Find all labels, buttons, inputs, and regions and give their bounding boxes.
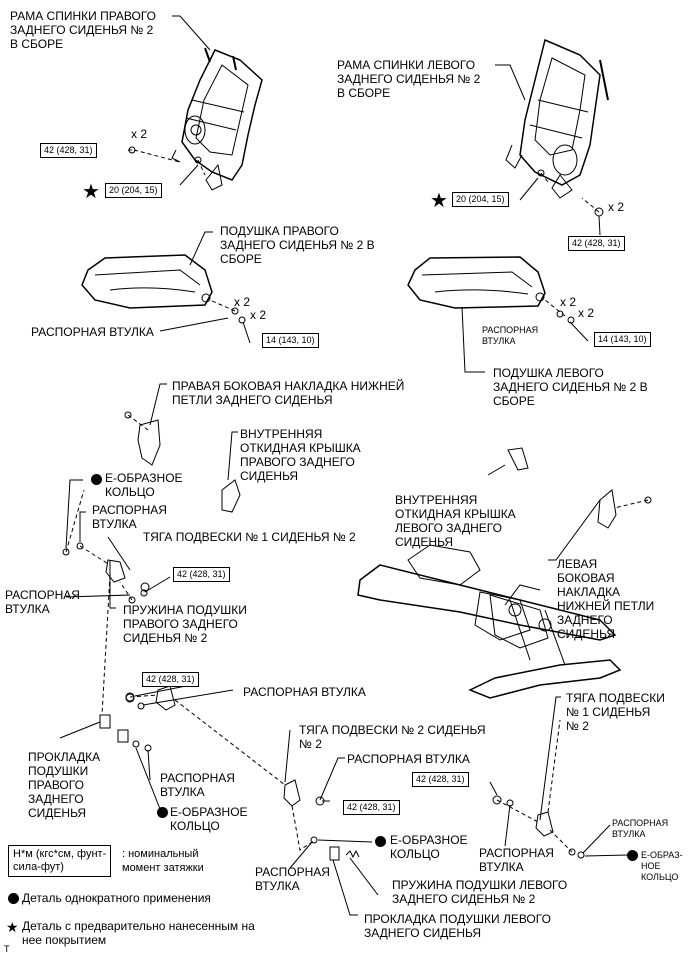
label-right-pad: ПРОКЛАДКА ПОДУШКИ ПРАВОГО ЗАДНЕГО СИДЕНЬ… [28, 750, 101, 820]
label-right-seatback-frame: РАМА СПИНКИ ПРАВОГО ЗАДНЕГО СИДЕНЬЯ № 2 … [10, 9, 156, 51]
legend-precoated-star: ★ [6, 919, 19, 935]
corner-mark: T [4, 944, 10, 954]
dot-single-use-e-ring-1 [91, 474, 102, 485]
dashed-assembly-lines [65, 149, 649, 853]
label-spacer-5: РАСПОРНАЯ ВТУЛКА [347, 752, 470, 766]
label-right-hinge-cover: ПРАВАЯ БОКОВАЯ НАКЛАДКА НИЖНЕЙ ПЕТЛИ ЗАД… [172, 379, 405, 407]
label-spacer-7: РАСПОРНАЯ ВТУЛКА [255, 865, 330, 893]
qty-right-cushion-1: x 2 [234, 295, 251, 309]
label-left-seatback-frame: РАМА СПИНКИ ЛЕВОГО ЗАДНЕГО СИДЕНЬЯ № 2 В… [337, 58, 481, 100]
torque-box-right-link: 42 (428, 31) [412, 772, 469, 787]
right-seatback-frame-drawing [171, 47, 263, 191]
torque-box-left-cushion: 14 (143, 10) [594, 332, 651, 347]
torque-box-link-no2: 42 (428, 31) [343, 800, 400, 815]
label-link-no2: ТЯГА ПОДВЕСКИ № 2 СИДЕНЬЯ № 2 [299, 723, 486, 751]
left-cushion-drawing [407, 256, 546, 309]
dot-single-use-e-ring-2 [157, 807, 168, 818]
label-e-ring-4: E-ОБРАЗ- НОЕ КОЛЬЦО [641, 850, 683, 882]
label-left-spring: ПРУЖИНА ПОДУШКИ ЛЕВОГО ЗАДНЕГО СИДЕНЬЯ №… [392, 878, 568, 906]
torque-box-right-frame-20: 20 (204, 15) [105, 183, 162, 198]
label-spacer-2: РАСПОРНАЯ ВТУЛКА [92, 503, 167, 531]
legend-single-use-dot [8, 893, 19, 904]
leader-lines [59, 15, 629, 916]
label-spacer-left-cushion: РАСПОРНАЯ ВТУЛКА [482, 325, 539, 346]
label-spacer-4: РАСПОРНАЯ ВТУЛКА [160, 771, 235, 799]
torque-box-left-frame: 42 (428, 31) [568, 236, 625, 251]
qty-right-cushion-2: x 2 [250, 308, 267, 322]
label-right-cushion: ПОДУШКА ПРАВОГО ЗАДНЕГО СИДЕНЬЯ № 2 В СБ… [220, 224, 375, 266]
label-spacer-right-cushion: РАСПОРНАЯ ВТУЛКА [31, 325, 154, 339]
dot-single-use-e-ring-3 [375, 836, 386, 847]
star-precoated-right: ★ [82, 181, 100, 203]
label-spacer-3: РАСПОРНАЯ ВТУЛКА [243, 685, 366, 699]
torque-box-spring: 42 (428, 31) [142, 672, 199, 687]
legend-precoated-text: Деталь с предварительно нанесенным на не… [22, 919, 255, 947]
label-spacer-left: РАСПОРНАЯ ВТУЛКА [5, 588, 80, 616]
label-right-spring: ПРУЖИНА ПОДУШКИ ПРАВОГО ЗАДНЕГО СИДЕНЬЯ … [123, 603, 247, 645]
torque-box-right-frame: 42 (428, 31) [40, 143, 97, 158]
qty-left-cushion-1: x 2 [560, 295, 577, 309]
hinge-mechanism-drawing [357, 544, 622, 699]
label-link-no1-right: ТЯГА ПОДВЕСКИ № 1 СИДЕНЬЯ № 2 [566, 691, 665, 733]
label-spacer-8: РАСПОРНАЯ ВТУЛКА [612, 818, 669, 839]
label-left-cushion: ПОДУШКА ЛЕВОГО ЗАДНЕГО СИДЕНЬЯ № 2 В СБО… [493, 366, 648, 408]
qty-left-cushion-2: x 2 [578, 306, 595, 320]
label-left-hinge-cover: ЛЕВАЯ БОКОВАЯ НАКЛАДКА НИЖНЕЙ ПЕТЛИ ЗАДН… [557, 557, 655, 641]
legend-torque-desc: : номинальный момент затяжки [122, 848, 204, 874]
dot-single-use-e-ring-4 [627, 850, 638, 861]
legend-single-use-text: Деталь однократного применения [22, 891, 211, 905]
right-cushion-drawing [81, 254, 213, 309]
star-precoated-left: ★ [430, 190, 448, 212]
label-left-pad: ПРОКЛАДКА ПОДУШКИ ЛЕВОГО ЗАДНЕГО СИДЕНЬЯ [364, 912, 551, 940]
small-parts-drawing [62, 146, 652, 861]
label-inner-left-cover: ВНУТРЕННЯЯ ОТКИДНАЯ КРЫШКА ЛЕВОГО ЗАДНЕГ… [395, 493, 516, 549]
left-seatback-frame-drawing [505, 38, 609, 199]
torque-box-right-cushion: 14 (143, 10) [262, 333, 319, 348]
torque-box-link-no1: 42 (428, 31) [173, 567, 230, 582]
label-link-no1: ТЯГА ПОДВЕСКИ № 1 СИДЕНЬЯ № 2 [143, 530, 356, 544]
label-e-ring-1: E-ОБРАЗНОЕ КОЛЬЦО [105, 471, 183, 499]
label-spacer-6: РАСПОРНАЯ ВТУЛКА [479, 846, 554, 874]
legend-torque-box: Н*м (кгс*см, фунт- сила-фут) [8, 845, 112, 877]
qty-left-frame: x 2 [608, 200, 625, 214]
label-e-ring-3: E-ОБРАЗНОЕ КОЛЬЦО [390, 833, 468, 861]
label-inner-right-cover: ВНУТРЕННЯЯ ОТКИДНАЯ КРЫШКА ПРАВОГО ЗАДНЕ… [240, 427, 361, 483]
torque-box-left-frame-20: 20 (204, 15) [452, 192, 509, 207]
label-e-ring-2: E-ОБРАЗНОЕ КОЛЬЦО [170, 805, 248, 833]
qty-right-frame: x 2 [131, 127, 148, 141]
